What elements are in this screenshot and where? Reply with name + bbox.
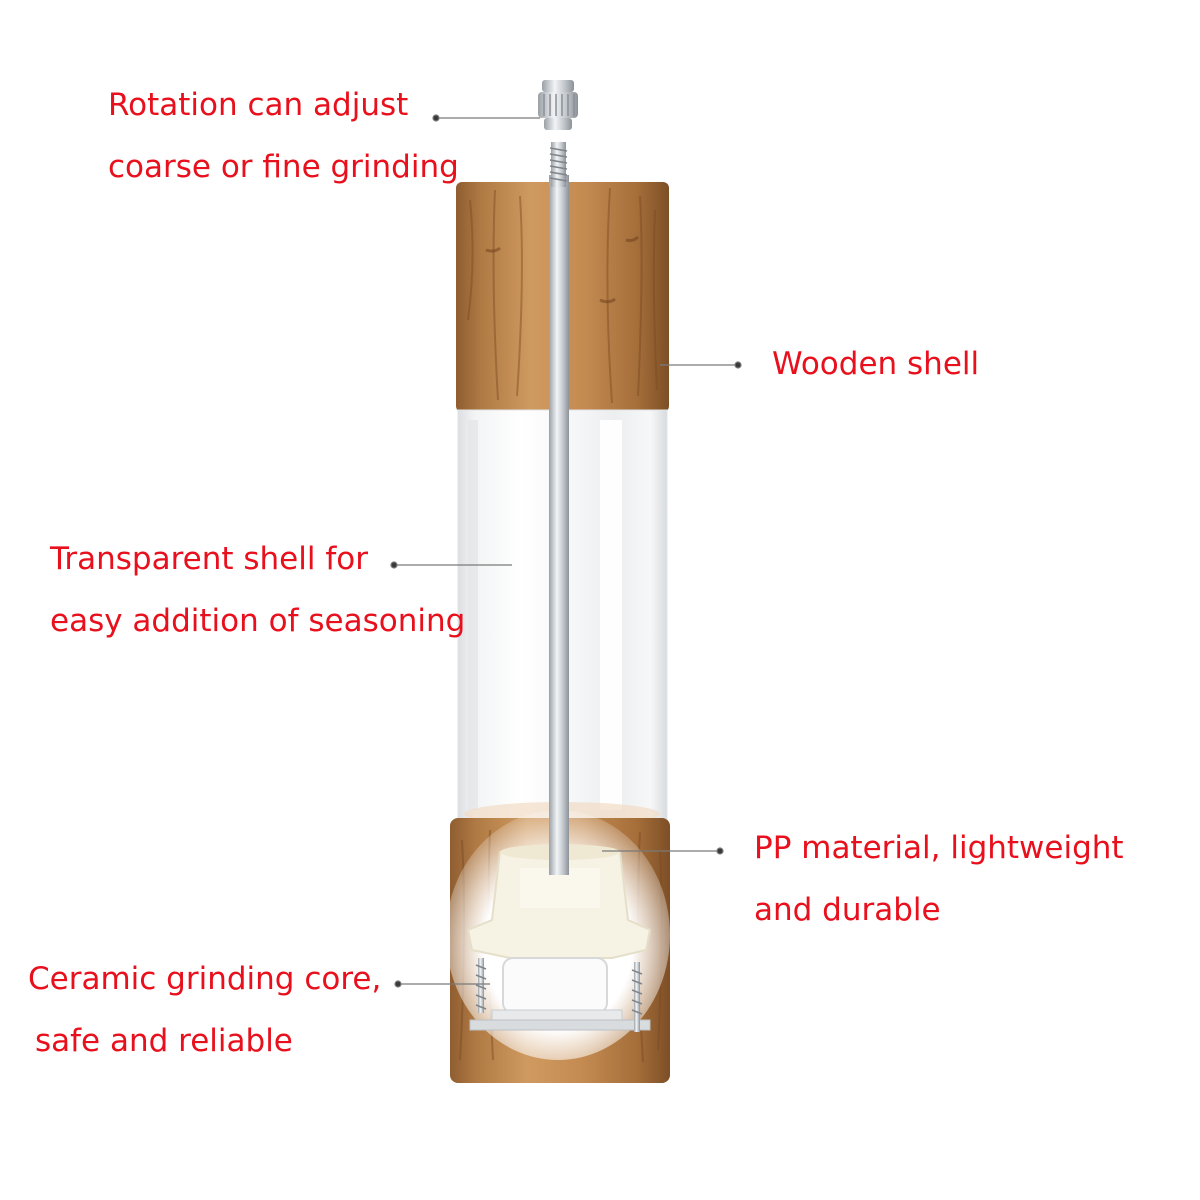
label-line: Rotation can adjust: [108, 87, 409, 123]
label-wooden-shell: Wooden shell: [772, 333, 979, 395]
label-line: coarse or fine grinding: [108, 149, 459, 185]
pp-housing: [466, 844, 652, 959]
central-shaft: [549, 142, 569, 875]
leader-lines: [390, 114, 742, 988]
ceramic-core: [469, 957, 651, 1031]
label-ceramic-core: Ceramic grinding core, safe and reliable: [28, 948, 381, 1072]
label-line: Ceramic grinding core,: [28, 961, 382, 997]
label-line: PP material, lightweight: [754, 830, 1124, 866]
label-transparent-shell: Transparent shell for easy addition of s…: [50, 528, 465, 652]
label-line: safe and reliable: [35, 1023, 293, 1059]
label-line: and durable: [754, 892, 941, 928]
label-rotation-adjust: Rotation can adjust coarse or fine grind…: [108, 74, 459, 198]
label-line: Wooden shell: [772, 346, 980, 382]
screw-left: [475, 958, 487, 1013]
adjustment-knob: [538, 80, 578, 130]
label-line: easy addition of seasoning: [50, 603, 466, 639]
screw-right: [631, 962, 643, 1032]
label-line: Transparent shell for: [50, 541, 368, 577]
label-pp-material: PP material, lightweight and durable: [754, 817, 1124, 941]
